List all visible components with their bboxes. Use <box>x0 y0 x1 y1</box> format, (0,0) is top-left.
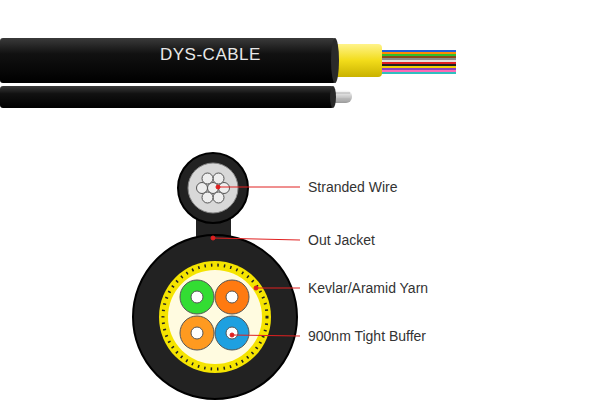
stranded-wire <box>197 173 230 203</box>
part-label: Stranded Wire <box>308 180 397 194</box>
messenger-section <box>178 153 248 223</box>
messenger-jacket <box>0 86 334 108</box>
part-label: Out Jacket <box>308 233 375 247</box>
jacket-section <box>133 235 297 399</box>
cable-print: DYS-CABLE <box>160 46 261 63</box>
tight-buffer <box>180 280 249 350</box>
aramid-ring <box>159 261 271 373</box>
leader-lines <box>211 185 300 337</box>
part-label: Kevlar/Aramid Yarn <box>308 281 428 295</box>
fiber-bundle <box>380 51 456 73</box>
part-label: 900nm Tight Buffer <box>308 329 426 343</box>
outer-jacket <box>0 38 336 83</box>
